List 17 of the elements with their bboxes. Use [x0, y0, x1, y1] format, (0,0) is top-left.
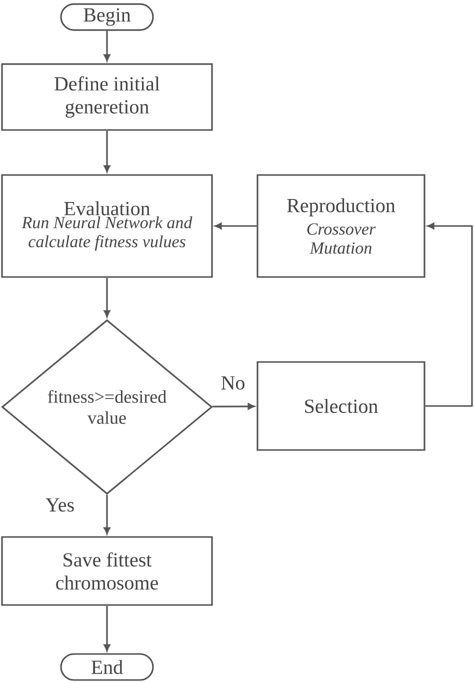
arrow	[104, 606, 110, 652]
end-terminal: End	[60, 653, 154, 681]
process-box: Define initial generetion	[1, 63, 213, 131]
edge-label: Yes	[44, 497, 76, 513]
process-box: Reproduction Crossover Mutation	[256, 174, 426, 278]
arrow	[104, 278, 110, 318]
arrow	[212, 403, 255, 410]
arrow	[104, 494, 110, 534]
process-box: Evaluation Run Neural Network and calculate fitness vulues	[1, 174, 213, 278]
arrow	[104, 30, 110, 62]
process-box: Selection	[256, 361, 426, 451]
start-terminal: Begin	[60, 3, 154, 31]
arrow	[425, 222, 473, 407]
arrow	[214, 222, 257, 230]
arrow	[104, 130, 110, 172]
edge-label: No	[220, 375, 246, 391]
process-box: Save fittest chromosome	[1, 536, 213, 606]
